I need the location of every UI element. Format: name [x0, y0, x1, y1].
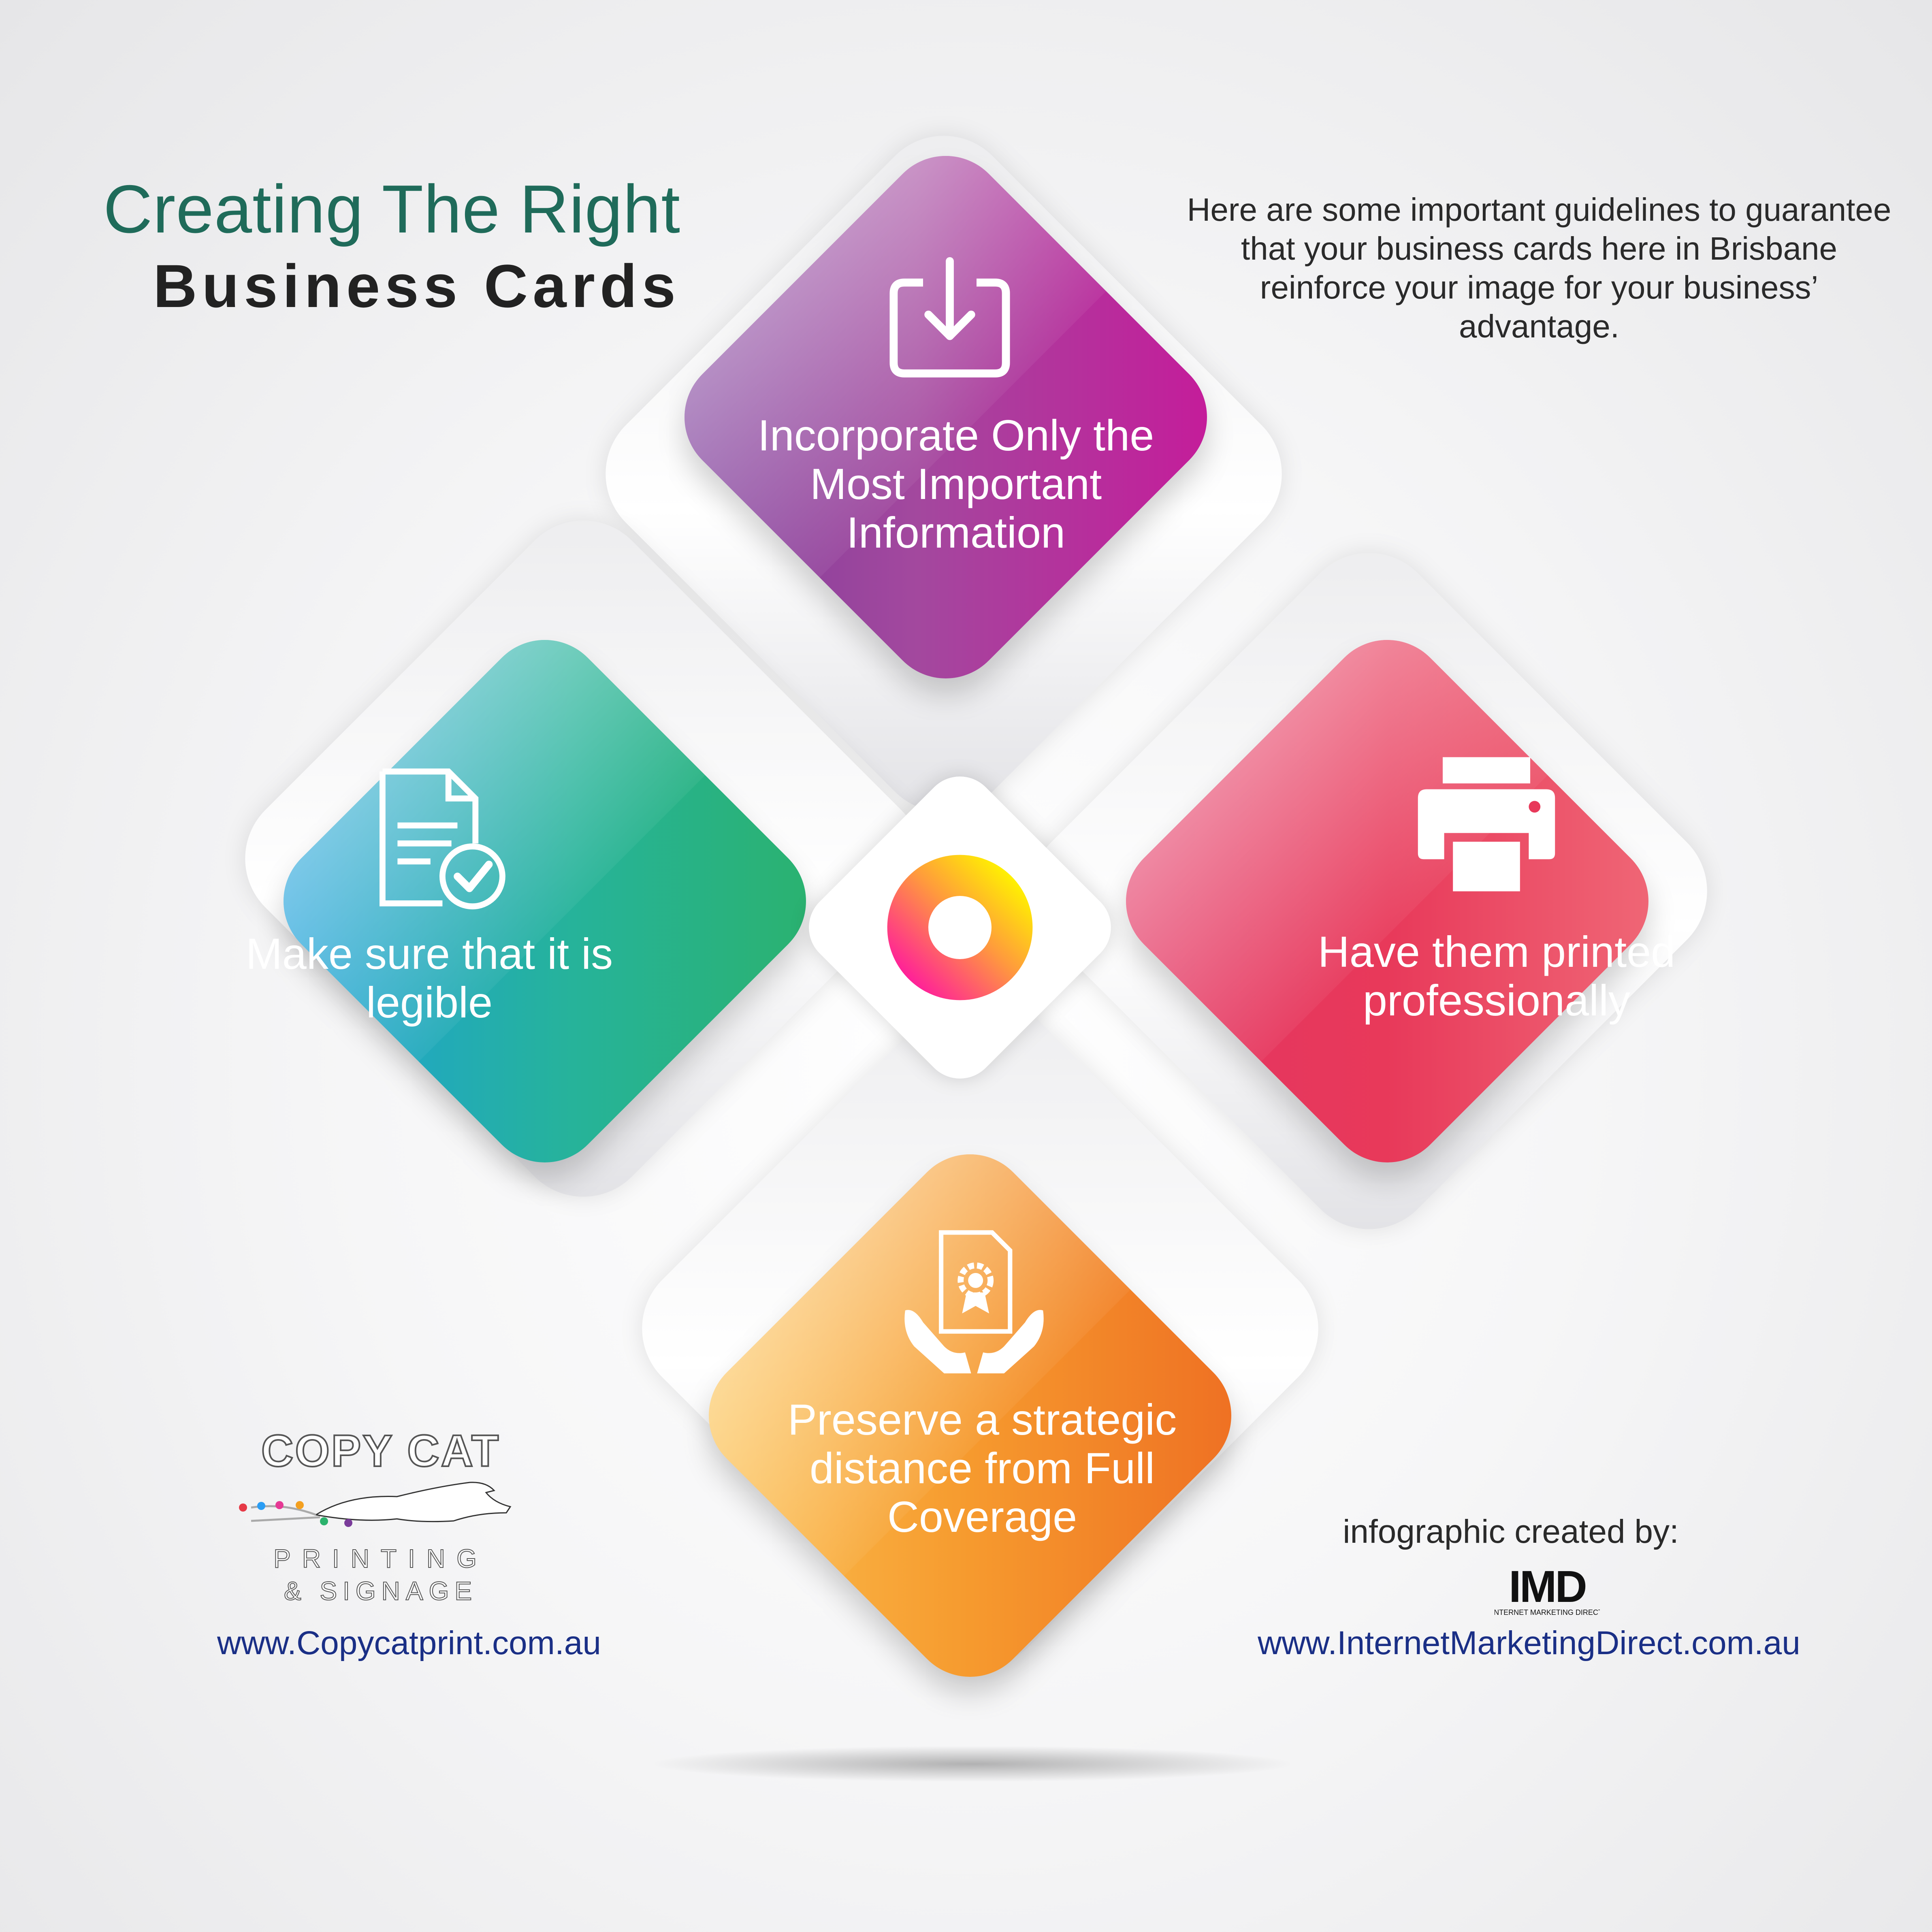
svg-text:& SIGNAGE: & SIGNAGE: [284, 1576, 478, 1606]
title-line-2: Business Cards: [153, 252, 680, 320]
svg-text:IMD: IMD: [1509, 1562, 1586, 1612]
ring-icon: [887, 855, 1033, 1000]
tile-label-top: Incorporate Only the Most Important Info…: [757, 411, 1154, 557]
credit-text: infographic created by:: [1343, 1513, 1679, 1550]
download-icon: [889, 257, 1010, 377]
copycat-link[interactable]: www.Copycatprint.com.au: [217, 1625, 601, 1661]
svg-text:PRINTING: PRINTING: [273, 1544, 488, 1573]
title-line-1: Creating The Right: [103, 171, 680, 247]
floor-shadow: [648, 1746, 1296, 1782]
cheetah-icon: [239, 1482, 512, 1527]
tile-right: [1100, 614, 1674, 1188]
award-certificate-icon: [904, 1230, 1044, 1373]
intro-text: Here are some important guidelines to gu…: [1187, 192, 1891, 344]
tile-label-bottom: Preserve a strategic distance from Full …: [787, 1395, 1177, 1541]
tile-label-left: Make sure that it is legible: [245, 929, 613, 1027]
svg-text:COPY CAT: COPY CAT: [261, 1426, 500, 1476]
document-check-icon: [380, 768, 505, 910]
imd-logo: IMD INTERNET MARKETING DIRECT: [1495, 1562, 1600, 1616]
printer-icon: [1418, 757, 1555, 891]
imd-link[interactable]: www.InternetMarketingDirect.com.au: [1258, 1625, 1800, 1661]
copycat-logo: COPY CAT PRINTING & SIGNAGE: [239, 1425, 512, 1606]
tile-label-right: Have them printed professionally: [1318, 927, 1676, 1025]
svg-text:INTERNET MARKETING DIRECT: INTERNET MARKETING DIRECT: [1495, 1608, 1600, 1616]
